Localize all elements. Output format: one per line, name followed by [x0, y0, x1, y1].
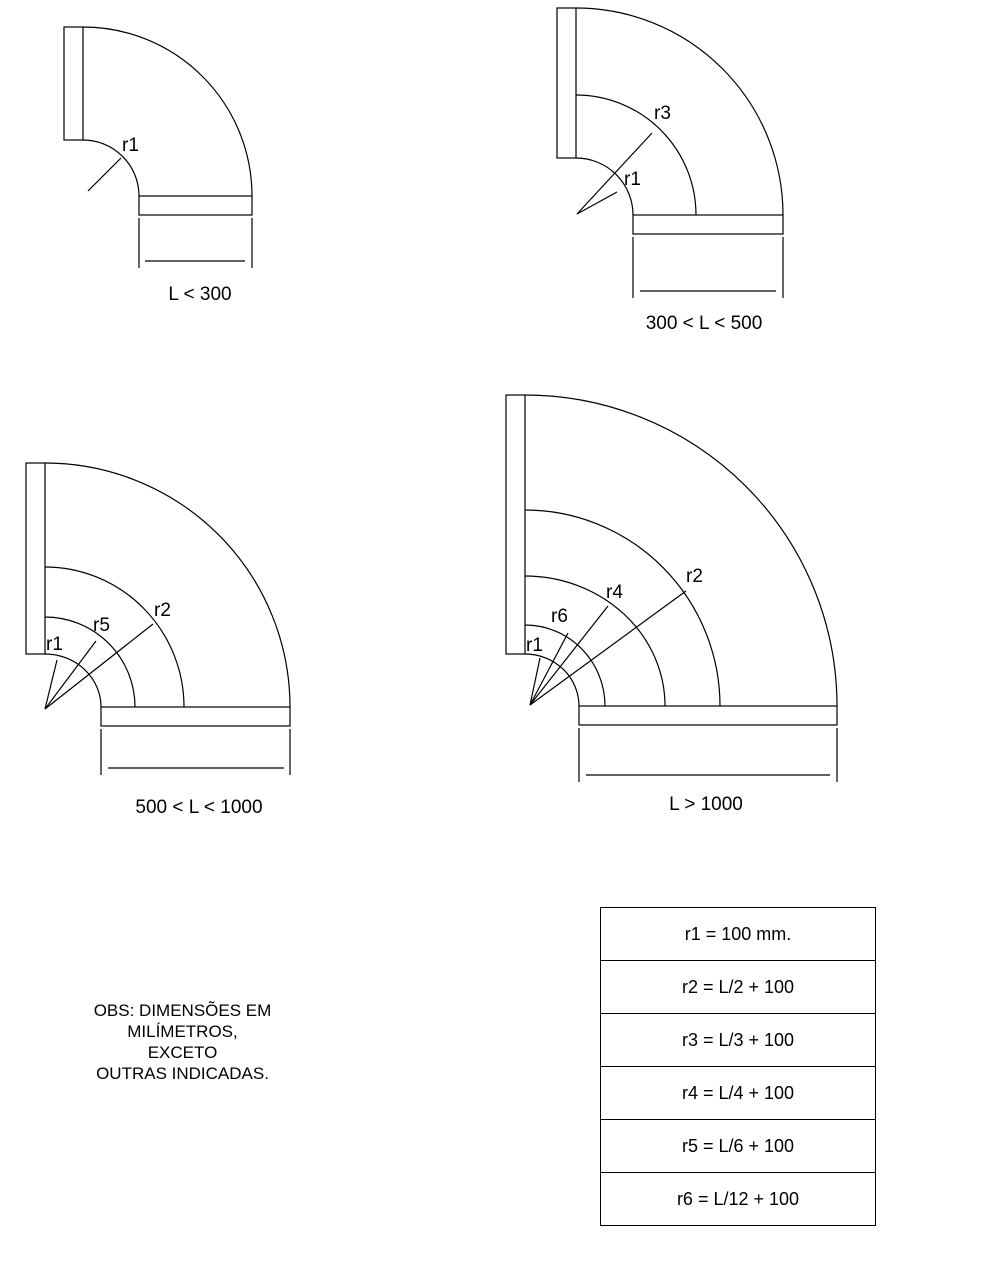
inner-arc-r1 — [82, 139, 140, 197]
middle-arc-r6 — [524, 624, 606, 707]
table-row: r5 = L/6 + 100 — [600, 1119, 876, 1173]
radius-leader-r5 — [44, 640, 97, 710]
table-cell: r3 = L/3 + 100 — [600, 1013, 876, 1067]
radius-leader-r4 — [529, 605, 609, 706]
radius-leader-r1 — [529, 657, 541, 706]
radius-label-r6: r6 — [551, 606, 568, 627]
outlet-flange — [138, 195, 253, 216]
radius-leader-r1 — [87, 157, 122, 192]
outer-arc — [524, 394, 838, 707]
outlet-flange — [632, 214, 784, 235]
inlet-flange — [505, 394, 526, 655]
radius-label-r3: r3 — [654, 103, 671, 124]
radius-label-r1: r1 — [526, 635, 543, 656]
note-line: OUTRAS INDICADAS. — [96, 1064, 269, 1083]
note-line: EXCETO — [147, 1043, 218, 1062]
elbow-diagram-2: r3 r1 300 < L < 500 — [556, 7, 784, 334]
note-line: MILÍMETROS, — [127, 1022, 238, 1041]
middle-arc-r4 — [524, 575, 666, 707]
middle-arc-r3 — [575, 94, 697, 216]
range-label: 300 < L < 500 — [646, 313, 763, 334]
radius-label-r4: r4 — [606, 582, 623, 603]
outlet-flange — [578, 705, 838, 726]
inlet-flange — [63, 26, 84, 141]
table-row: r3 = L/3 + 100 — [600, 1013, 876, 1067]
range-label: L < 300 — [168, 284, 231, 305]
inlet-flange — [556, 7, 577, 159]
inner-arc-r1 — [44, 653, 102, 708]
radius-label-r2: r2 — [154, 600, 171, 621]
radius-label-r1: r1 — [46, 634, 63, 655]
radius-leader-r2 — [529, 590, 687, 706]
radius-label-r2: r2 — [686, 566, 703, 587]
elbow-diagram-1: r1 L < 300 — [63, 26, 253, 305]
radius-leader-r2 — [44, 623, 154, 710]
radius-label-r1: r1 — [122, 135, 139, 156]
outer-arc — [44, 462, 291, 708]
table-row: r2 = L/2 + 100 — [600, 960, 876, 1014]
radius-label-r1: r1 — [624, 169, 641, 190]
range-label: L > 1000 — [669, 794, 743, 815]
radius-leader-r6 — [529, 632, 569, 706]
dimension-note: OBS: DIMENSÕES EM MILÍMETROS, EXCETO OUT… — [50, 1000, 315, 1084]
table-row: r1 = 100 mm. — [600, 907, 876, 961]
middle-arc-r2 — [524, 509, 721, 707]
outer-arc — [575, 7, 784, 216]
table-row: r6 = L/12 + 100 — [600, 1172, 876, 1226]
radius-label-r5: r5 — [93, 615, 110, 636]
table-cell: r1 = 100 mm. — [600, 907, 876, 961]
elbow-diagram-4: r1 r6 r4 r2 L > 1000 — [505, 394, 838, 815]
middle-arc-r5 — [44, 616, 136, 708]
radius-formula-table: r1 = 100 mm. r2 = L/2 + 100 r3 = L/3 + 1… — [600, 907, 876, 1226]
table-cell: r2 = L/2 + 100 — [600, 960, 876, 1014]
radius-leader-r3 — [576, 132, 653, 215]
radius-leader-r1 — [44, 659, 58, 710]
range-label: 500 < L < 1000 — [135, 797, 262, 818]
note-line: OBS: DIMENSÕES EM — [93, 1001, 272, 1020]
elbow-diagram-3: r1 r5 r2 500 < L < 1000 — [25, 462, 291, 818]
table-cell: r4 = L/4 + 100 — [600, 1066, 876, 1120]
table-row: r4 = L/4 + 100 — [600, 1066, 876, 1120]
inner-arc-r1 — [524, 653, 580, 707]
outlet-flange — [100, 706, 291, 727]
middle-arc-r2 — [44, 566, 185, 708]
table-cell: r5 = L/6 + 100 — [600, 1119, 876, 1173]
table-cell: r6 = L/12 + 100 — [600, 1172, 876, 1226]
inner-arc-r1 — [575, 157, 634, 216]
outer-arc — [82, 26, 253, 197]
radius-leader-r1 — [576, 191, 618, 215]
inlet-flange — [25, 462, 46, 655]
